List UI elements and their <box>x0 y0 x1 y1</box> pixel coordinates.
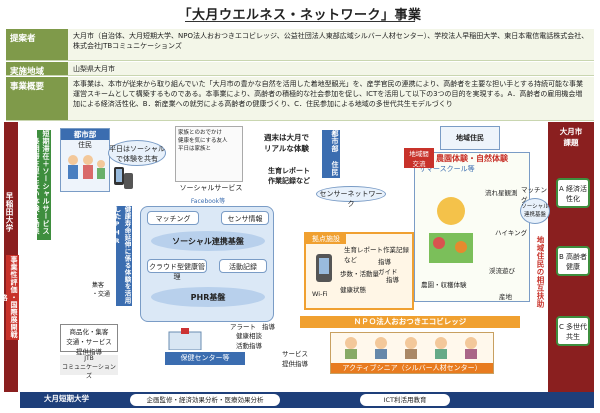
report-label: 生育レポート 作業記録など <box>268 167 310 185</box>
city-side-band: 都市部 住民 <box>322 130 340 178</box>
health-consult-label: 健康相談 活動指導 <box>236 332 262 350</box>
social-post-collage: 家族とのおでかけ 健康を気にする友人 平日は家族と <box>175 126 243 182</box>
right-social-platform: ソーシャル 連携基盤 <box>520 198 550 224</box>
weekend-label: 週末は大月で リアルな体験 <box>264 133 309 153</box>
device-label: 指導 <box>386 276 399 284</box>
planning-pill: 企画監修・経済効果分析・医療効果分析 <box>130 394 280 406</box>
phr-side-band: 健康寿命延伸に係る体験を活用したPHR <box>113 206 132 306</box>
health-center-label: 保健センター等 <box>165 352 245 365</box>
platform-title: ソーシャル連携基盤 <box>151 231 265 251</box>
cloud-health-box: クラウド型健康管理 <box>147 259 207 281</box>
city-residents-box: 都市部 住民 <box>60 128 110 192</box>
service-guide-label: サービス 提供指導 <box>282 350 308 368</box>
farm-label: 農園・収穫体験 <box>421 281 467 289</box>
city-title: 都市部 <box>61 129 109 140</box>
npo-banner: ＮＰＯ法人おおつきエコビレッジ <box>300 316 520 328</box>
mutual-aid-label: 地域住民の相互扶助 <box>536 236 545 308</box>
page-title: 「大月ウエルネス・ネットワーク」事業 <box>178 8 422 23</box>
area-text: 山梨県大月市 <box>68 62 594 75</box>
city-issue-title: 大月市 課題 <box>559 127 583 147</box>
device-label: 生育レポート作業記録など <box>344 246 409 264</box>
product-box: 商品化・集客 交通・サービス 提供指導 <box>60 324 118 356</box>
speech-item: 平日は家族と <box>178 146 212 152</box>
senior-label: アクティブシニア（シルバー人材センター） <box>331 363 493 373</box>
area-label: 実施地域 <box>6 62 68 77</box>
summer-school-label: サマースクール等 <box>419 165 475 173</box>
sensor-info-box: センサ情報 <box>221 211 269 225</box>
alert-label: アラート <box>230 323 256 331</box>
college-label: 大月短期大学 <box>44 394 89 403</box>
proposer-row: 提案者 大月市（自治体、大月短期大学、NPO法人おおつきエコビレッジ、公益社団法… <box>6 29 594 61</box>
phr-base: PHR基盤 <box>151 287 265 307</box>
proposer-label: 提案者 <box>6 29 68 60</box>
jtb-box: JTB コミュニケーションズ <box>60 355 118 380</box>
summary-label: 事業概要 <box>6 77 68 120</box>
farm-illustration <box>429 197 473 263</box>
farm-area: 農園体験・自然体験 サマースクール等 ハイキング 流れ星観測 農園・収穫体験 渓… <box>414 152 530 302</box>
matching-box: マッチング <box>147 211 199 225</box>
business-evaluation-band: 事業性評価・国際展開戦略 <box>0 255 19 340</box>
proposer-text: 大月市（自治体、大月短期大学、NPO法人おおつきエコビレッジ、公益社団法人東部広… <box>68 29 594 60</box>
speech-item: 家族とのおでかけ <box>178 130 222 136</box>
city-sub: 住民 <box>78 141 92 149</box>
city-residents-icon <box>68 155 105 179</box>
guide-label: 指導 <box>262 323 275 331</box>
senior-box: アクティブシニア（シルバー人材センター） <box>330 332 494 374</box>
local-residents-box: 地域住民 <box>440 126 500 150</box>
farm-label: ハイキング <box>495 229 528 237</box>
kanshu-label: 集客 ・交通 <box>92 282 111 298</box>
goal-health: B 高齢者健康 <box>556 246 590 276</box>
device-label: 歩数・活動量 <box>340 270 379 278</box>
goal-economy: A 経済活性化 <box>556 178 590 208</box>
farm-title: 農園体験・自然体験 <box>436 154 508 163</box>
waseda-label: 早稲田大学 <box>5 192 14 232</box>
wifi-label: Wi-Fi <box>312 290 328 298</box>
sensor-network-ellipse: センサーネットワーク <box>316 186 386 208</box>
hospital-icon <box>168 328 202 350</box>
summary-text: 本事業は、本市が従来から取り組んでいた「大月市の豊かな自然を活用した着地型観光」… <box>68 77 594 120</box>
weekday-social-ellipse: 平日はソーシャルで体験を共有 <box>108 140 166 166</box>
senior-people-icon <box>345 337 477 359</box>
goal-multigenerational: C 多世代共生 <box>556 316 590 346</box>
device-icon <box>316 254 332 282</box>
area-row: 実施地域 山梨県大月市 <box>6 62 594 77</box>
platform-box: マッチング センサ情報 ソーシャル連携基盤 クラウド型健康管理 活動記録 PHR… <box>140 206 274 322</box>
activity-log-box: 活動記録 <box>219 259 267 273</box>
social-service-label: ソーシャルサービス <box>179 184 243 192</box>
hub-label: 拠点施設 <box>306 234 346 244</box>
ict-pill: ICT利活用教育 <box>360 394 450 406</box>
title-underline <box>185 21 415 22</box>
speech-item: 健康を気にする友人 <box>178 138 228 144</box>
guide-ribbon: 指導 ガイド <box>378 258 398 276</box>
farm-label: 渓流遊び <box>489 267 515 275</box>
summary-row: 事業概要 本事業は、本市が従来から取り組んでいた「大月市の豊かな自然を活用した着… <box>6 77 594 121</box>
regional-exchange-tag: 地域間 交流 <box>404 148 434 168</box>
farm-label: 産地 <box>499 293 512 301</box>
facebook-label: Facebook等 <box>190 198 226 205</box>
smartphone-icon <box>114 167 133 189</box>
hub-facility-box: 拠点施設 生育レポート作業記録など 歩数・活動量 健康状態 指導 Wi-Fi <box>304 232 414 310</box>
device-label: 健康状態 <box>340 286 366 294</box>
right-matching-label: マッチング <box>521 186 547 204</box>
short-stay-band: 短期滞在＋ソーシャルサービス～長期滞在型に近い体験と効果 <box>32 130 51 240</box>
farm-label: 流れ星観測 <box>485 189 518 197</box>
